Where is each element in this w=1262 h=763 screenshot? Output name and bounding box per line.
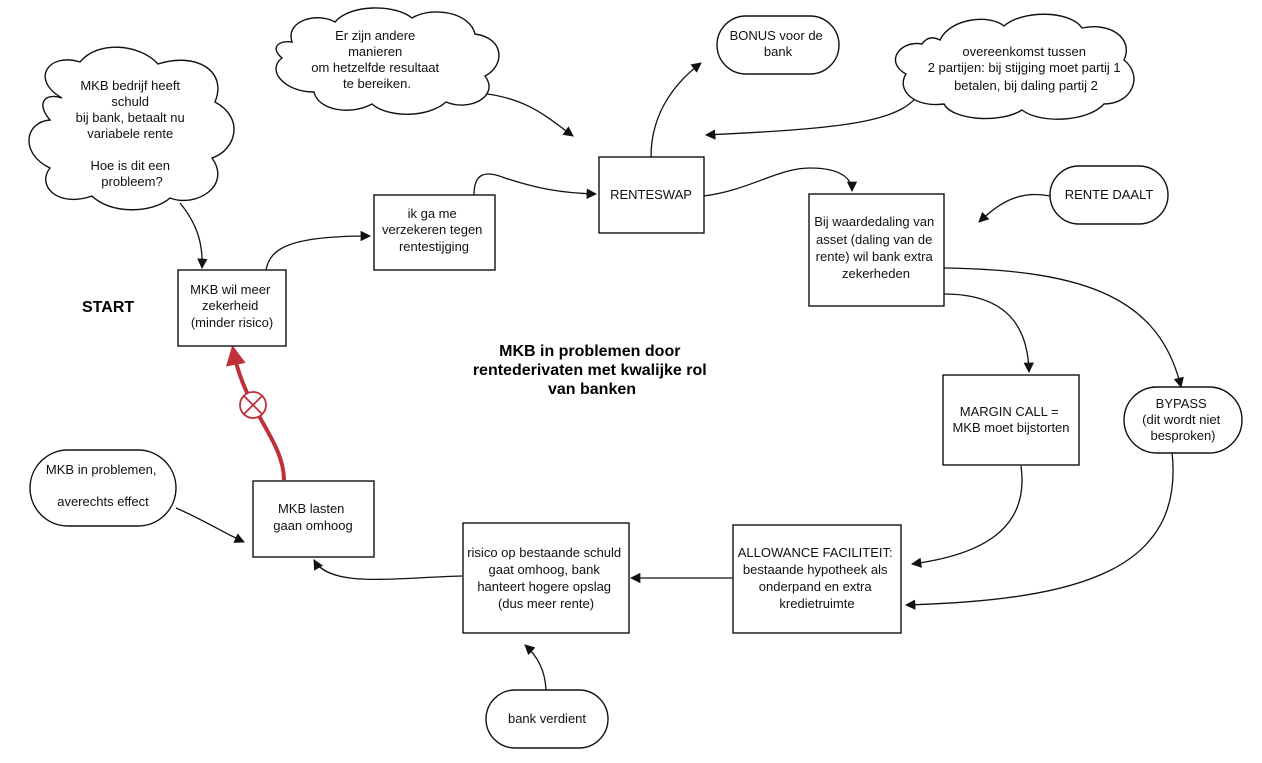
box-renteswap: RENTESWAP — [598, 156, 705, 234]
connectors — [175, 62, 1184, 691]
terminator-bypass-text: BYPASS (dit wordt niet besproken) — [1142, 396, 1224, 443]
edge-bankverdient-to-risico — [524, 644, 547, 691]
box-waardedaling-text: Bij waardedaling van asset (daling van d… — [814, 214, 938, 281]
edge-bypass-to-allowance — [904, 451, 1174, 610]
edge-risico-to-lasten — [313, 559, 463, 581]
terminator-bypass: BYPASS (dit wordt niet besproken) — [1123, 386, 1243, 454]
box-risico: risico op bestaande schuld gaat omhoog, … — [462, 522, 630, 634]
diagram-title: MKB in problemen door rentederivaten met… — [473, 343, 711, 398]
cloud-andere-manieren: Er zijn andere manieren om hetzelfde res… — [275, 7, 500, 115]
box-verzekeren-text: ik ga me verzekeren tegen rentestijging — [382, 206, 486, 254]
edge-problemen-to-lasten — [175, 507, 245, 543]
edge-margin-to-allowance — [910, 465, 1023, 568]
box-allowance: ALLOWANCE FACILITEIT: bestaande hypothee… — [732, 524, 902, 634]
terminator-rente-daalt: RENTE DAALT — [1049, 165, 1169, 225]
edge-rentedaalt-to-waardedaling — [978, 193, 1051, 223]
box-renteswap-text: RENTESWAP — [610, 187, 692, 202]
box-mkb-zekerheid: MKB wil meer zekerheid (minder risico) — [177, 269, 287, 347]
blocked-icon — [239, 391, 267, 419]
edge-renteswap-to-bonus — [650, 62, 702, 158]
edge-schuld-to-zekerheid — [179, 202, 208, 270]
box-mkb-lasten-text: MKB lasten gaan omhoog — [273, 501, 353, 533]
edge-verzekeren-to-renteswap — [473, 173, 598, 199]
box-waardedaling: Bij waardedaling van asset (daling van d… — [808, 193, 945, 307]
terminator-bank-verdient-text: bank verdient — [508, 711, 586, 726]
cloud-mkb-schuld: MKB bedrijf heeft schuld bij bank, betaa… — [28, 46, 235, 211]
terminator-bonus: BONUS voor de bank — [716, 15, 840, 75]
edge-manieren-to-renteswap — [479, 92, 574, 137]
terminator-mkb-problemen-text: MKB in problemen, averechts effect — [46, 462, 160, 509]
terminator-rente-daalt-text: RENTE DAALT — [1065, 187, 1154, 202]
box-risico-text: risico op bestaande schuld gaat omhoog, … — [467, 545, 625, 611]
terminator-bank-verdient: bank verdient — [485, 689, 609, 749]
edge-zekerheid-to-verzekeren — [265, 230, 372, 271]
box-margin-call: MARGIN CALL = MKB moet bijstorten — [942, 374, 1080, 466]
cloud-overeenkomst-text: overeenkomst tussen 2 partijen: bij stij… — [928, 44, 1125, 93]
box-verzekeren: ik ga me verzekeren tegen rentestijging — [373, 194, 496, 271]
terminator-bonus-text: BONUS voor de bank — [730, 28, 827, 59]
edge-waardedaling-to-margin — [943, 293, 1034, 374]
box-mkb-zekerheid-text: MKB wil meer zekerheid (minder risico) — [190, 282, 274, 330]
edge-waardedaling-to-bypass — [943, 267, 1184, 389]
edge-overeenkomst-to-renteswap — [704, 88, 923, 140]
edge-renteswap-to-waardedaling — [703, 167, 858, 197]
edge-lasten-to-zekerheid-blocked — [226, 345, 286, 481]
box-allowance-text: ALLOWANCE FACILITEIT: bestaande hypothee… — [738, 545, 896, 611]
cloud-overeenkomst: overeenkomst tussen 2 partijen: bij stij… — [894, 13, 1135, 120]
box-mkb-lasten: MKB lasten gaan omhoog — [252, 480, 375, 558]
start-label: START — [82, 299, 134, 316]
cloud-andere-manieren-text: Er zijn andere manieren om hetzelfde res… — [311, 28, 443, 91]
box-margin-call-text: MARGIN CALL = MKB moet bijstorten — [952, 404, 1069, 435]
terminator-mkb-problemen: MKB in problemen, averechts effect — [29, 449, 177, 527]
cloud-mkb-schuld-text: MKB bedrijf heeft schuld bij bank, betaa… — [76, 78, 189, 189]
